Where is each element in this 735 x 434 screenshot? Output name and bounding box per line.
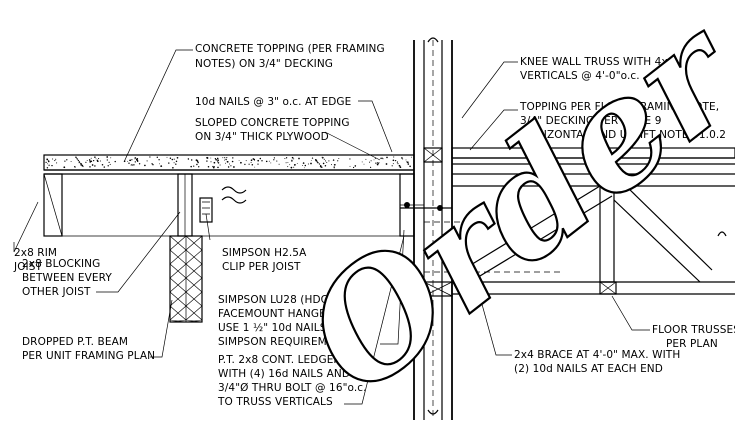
top-plate-block	[423, 147, 443, 163]
label-knee-wall: KNEE WALL TRUSS WITH 4x4 VERTICALS @ 4'-…	[520, 56, 678, 82]
label-sloped-topping: SLOPED CONCRETE TOPPING ON 3/4" THICK PL…	[195, 117, 353, 143]
concrete-topping-right	[451, 147, 735, 165]
label-brace: 2x4 BRACE AT 4'-0" MAX. WITH (2) 10d NAI…	[514, 349, 684, 375]
label-rim-joist: 2x8 RIM JOIST	[13, 247, 61, 273]
label-blocking: 2x8 BLOCKING BETWEEN EVERY OTHER JOIST	[22, 258, 115, 298]
rim-joist	[43, 173, 63, 237]
simpson-clip	[199, 197, 213, 223]
break-line-right	[717, 231, 727, 237]
label-simpson-clip: SIMPSON H2.5A CLIP PER JOIST	[222, 247, 310, 273]
wall-section	[413, 37, 453, 420]
thru-bolt	[400, 205, 452, 211]
label-nails-edge: 10d NAILS @ 3" o.c. AT EDGE	[195, 96, 351, 108]
truss-bearing-block	[599, 281, 617, 295]
break-line-joist	[221, 186, 247, 204]
label-concrete-topping: CONCRETE TOPPING (PER FRAMING NOTES) ON …	[195, 43, 388, 70]
concrete-topping-left	[43, 154, 415, 171]
leaders	[13, 49, 650, 405]
label-beam: DROPPED P.T. BEAM PER UNIT FRAMING PLAN	[22, 336, 155, 362]
blocking-post	[177, 173, 193, 237]
plywood-decking-left	[44, 169, 414, 175]
label-topping-floor: TOPPING PER FLOOR FRAMING NOTE, 3/4" DEC…	[519, 101, 726, 141]
label-ledger: P.T. 2x8 CONT. LEDGER WITH (4) 16d NAILS…	[217, 354, 372, 408]
floor-truss	[452, 173, 735, 295]
dropped-beam	[169, 235, 203, 323]
label-floor-truss: FLOOR TRUSSES PER PLAN	[652, 324, 735, 350]
label-hangers: SIMPSON LU28 (HDG) FACEMOUNT HANGERS. US…	[218, 294, 355, 348]
bottom-plate-block	[423, 281, 453, 297]
watermark-order-form: Order Form	[274, 0, 735, 428]
